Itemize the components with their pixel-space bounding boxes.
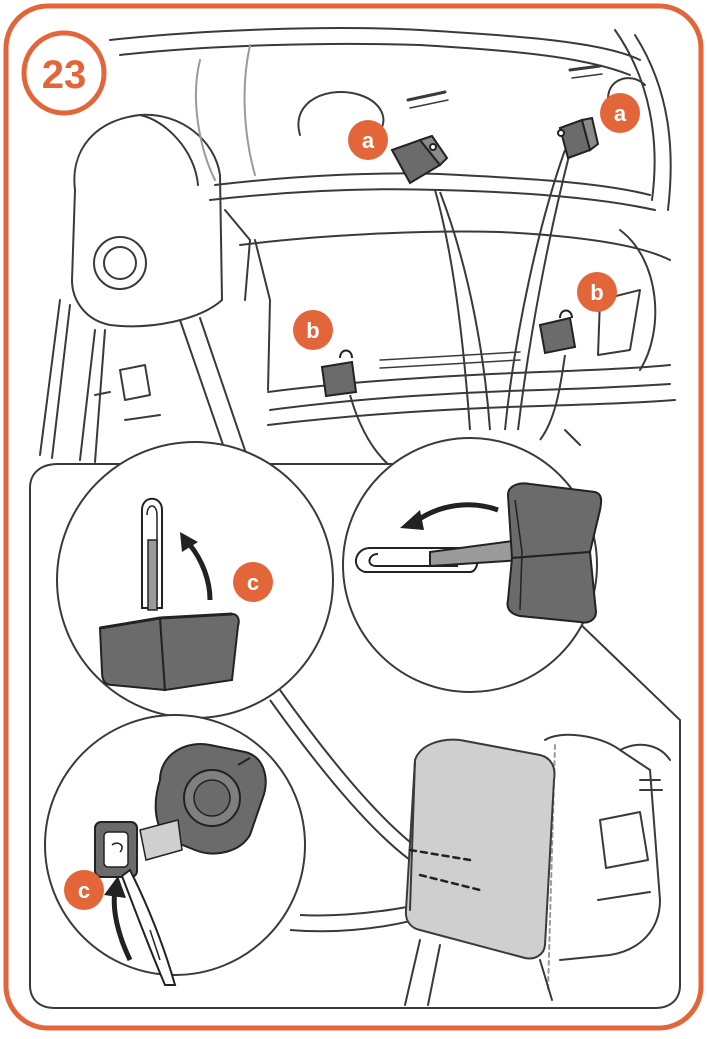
tab-b-left xyxy=(320,349,358,398)
tab-b-right xyxy=(538,309,577,355)
tab-a-right xyxy=(557,116,600,160)
tab-a-left xyxy=(390,134,449,185)
callout-b-left: b xyxy=(293,310,333,350)
callout-a-label: a xyxy=(362,128,375,153)
callout-b-label: b xyxy=(590,280,603,305)
callout-a-label: a xyxy=(614,101,627,126)
callout-c-lower: c xyxy=(64,870,104,910)
zoom-bubble-tab-insert xyxy=(342,437,603,693)
step-number-badge: 23 xyxy=(21,30,107,116)
connector-lines-ab xyxy=(349,149,571,471)
callout-a-left: a xyxy=(348,120,388,160)
high-chair-sketch xyxy=(39,27,676,466)
zoom-bubble-clip-up xyxy=(56,441,334,719)
callout-c-label: c xyxy=(78,878,90,903)
callout-b-right: b xyxy=(577,272,617,312)
callout-b-label: b xyxy=(306,318,319,343)
callout-a-right: a xyxy=(600,93,640,133)
clip-tab-icon xyxy=(111,842,123,853)
zoom-bubble-clip-buckle xyxy=(44,714,306,986)
curved-arrow-icon xyxy=(416,502,499,523)
callout-c-label: c xyxy=(247,570,259,595)
callout-c-upper: c xyxy=(233,562,273,602)
step-number: 23 xyxy=(42,53,87,97)
seat-pad-sketch xyxy=(404,733,671,1006)
curved-arrow-icon xyxy=(188,543,213,601)
